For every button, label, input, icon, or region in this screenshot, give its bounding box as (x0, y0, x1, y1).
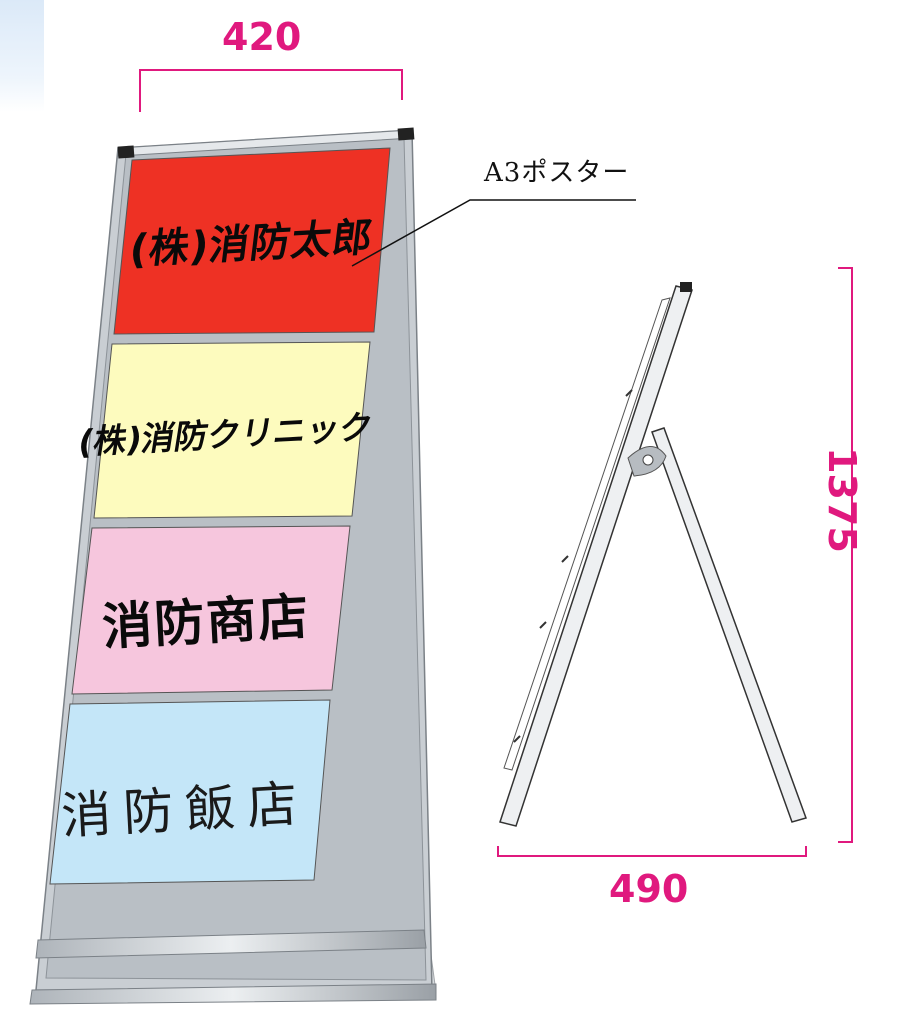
poster-panels (49, 147, 391, 885)
corner-cap-right (397, 127, 415, 141)
poster-panel-1 (113, 147, 391, 335)
depth-dimension-bracket (497, 846, 807, 857)
depth-dimension-label: 490 (609, 867, 689, 911)
corner-cap-left (117, 145, 135, 159)
poster-panel-4-text: 消防飯店 (59, 774, 311, 846)
height-dimension-bracket (838, 267, 853, 843)
poster-panel-3-text: 消防商店 (100, 587, 312, 657)
width-dimension-bracket (139, 69, 403, 112)
poster-panel-3 (71, 525, 351, 695)
poster-panel-2 (93, 341, 371, 519)
a3-poster-callout-label: A3ポスター (484, 158, 630, 188)
width-dimension-label: 420 (222, 15, 302, 59)
poster-panel-4 (49, 699, 331, 885)
callout-leader-line (351, 199, 636, 267)
background-corner-fade (0, 0, 44, 112)
side-view-stand (499, 282, 807, 827)
height-dimension-label: 1375 (820, 447, 864, 553)
